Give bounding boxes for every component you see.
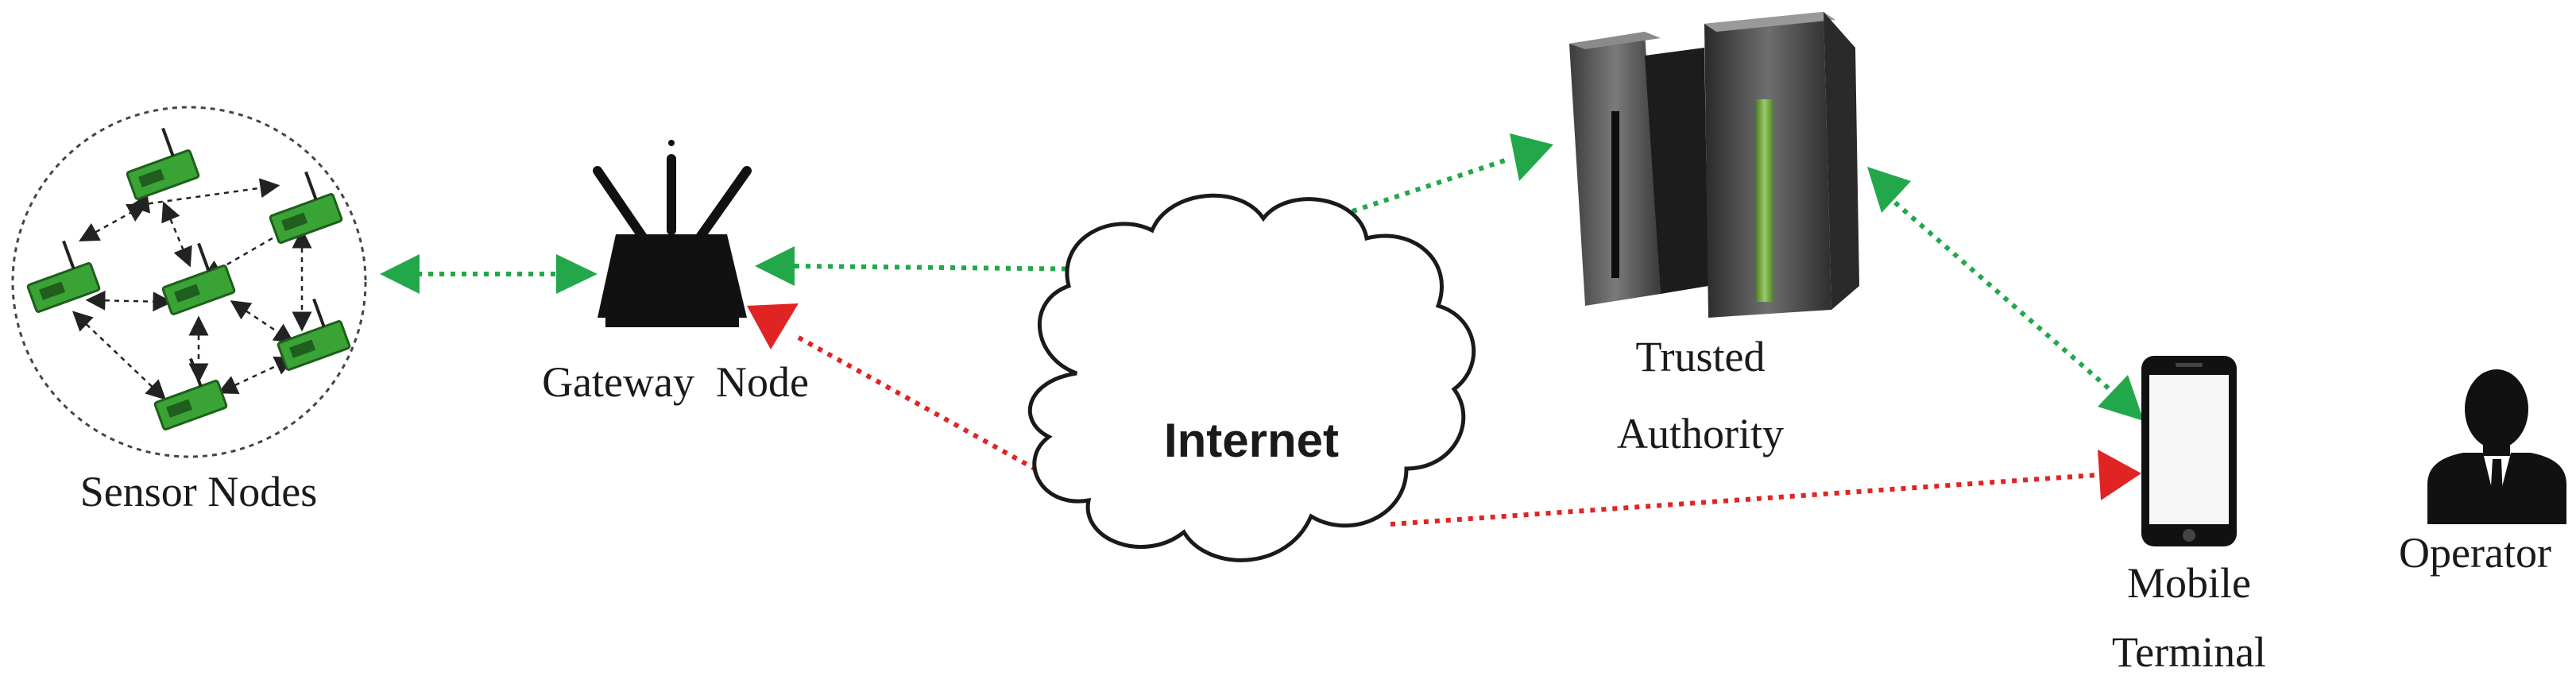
sensor-node-icon — [269, 171, 343, 244]
mesh-links — [72, 178, 312, 400]
link-authority-mobile — [1867, 167, 2144, 421]
router-icon — [593, 140, 752, 327]
sensor-node-icon — [153, 357, 228, 430]
trusted-authority-label-line1: Trusted — [1635, 333, 1766, 380]
smartphone-icon — [2141, 356, 2237, 546]
gateway-node-label: Gateway Node — [542, 358, 809, 406]
sensor-nodes-label: Sensor Nodes — [79, 468, 318, 515]
mobile-terminal-label-line1: Mobile — [2127, 559, 2251, 607]
server-icon — [1569, 12, 1859, 318]
cluster-boundary — [11, 106, 367, 458]
sensor-node-icon — [126, 127, 200, 200]
cloud-icon: Internet — [1027, 193, 1476, 562]
sensor-node-icon — [26, 240, 101, 313]
trusted-authority-label-line2: Authority — [1617, 410, 1784, 457]
link-sensors-gateway — [380, 254, 598, 294]
sensor-node-icon — [277, 298, 351, 371]
sensor-node-icon — [161, 242, 236, 315]
link-gateway-internet — [747, 303, 1050, 479]
internet-label: Internet — [1164, 414, 1339, 467]
person-icon — [2427, 369, 2566, 524]
mobile-terminal-label-line2: Terminal — [2111, 628, 2267, 676]
sensor-cluster — [11, 106, 367, 458]
operator-label: Operator — [2399, 529, 2551, 577]
link-internet-mobile — [1390, 450, 2141, 527]
